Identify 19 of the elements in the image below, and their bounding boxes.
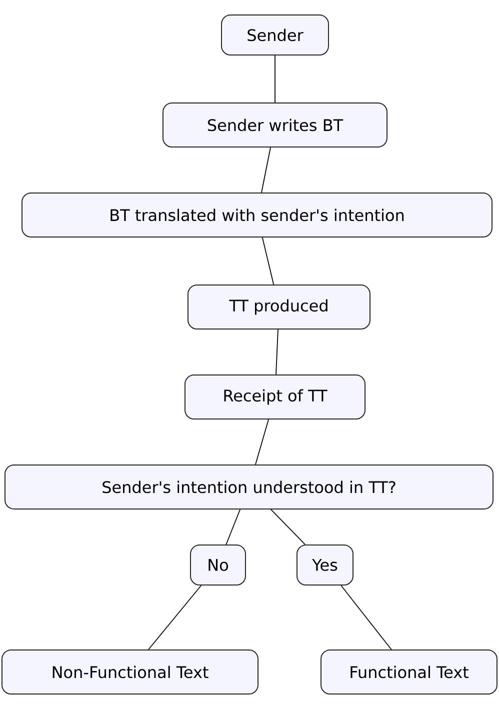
process-box: BT translated with sender's intention [22, 192, 492, 238]
process-box: TT produced [188, 284, 370, 330]
connector-line [262, 237, 274, 285]
connector-line [255, 419, 269, 465]
connector-line [276, 329, 278, 375]
connector-line [274, 55, 276, 103]
connector-line [340, 585, 392, 650]
process-box: No [190, 544, 246, 586]
process-box: Non-Functional Text [2, 650, 258, 694]
process-box: Sender writes BT [162, 102, 388, 148]
process-box: Yes [296, 544, 354, 586]
process-box: Functional Text [320, 650, 498, 694]
process-box: Sender's intention understood in TT? [4, 464, 494, 510]
connector-line [226, 509, 241, 545]
connector-line [148, 585, 202, 650]
process-box: Receipt of TT [184, 374, 366, 420]
connector-line [270, 509, 306, 545]
process-box: Sender [221, 14, 329, 56]
connector-line [261, 147, 271, 193]
